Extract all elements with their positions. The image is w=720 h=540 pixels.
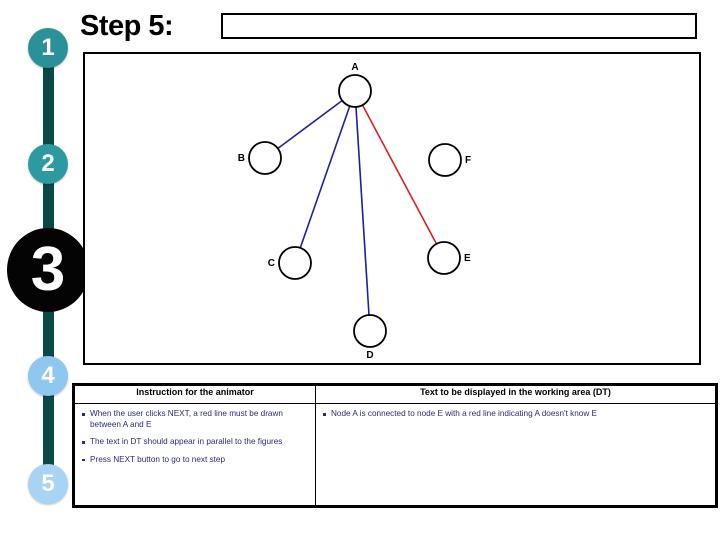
- step-title-input[interactable]: [221, 13, 697, 39]
- table-row: When the user clicks NEXT, a red line mu…: [74, 403, 716, 506]
- graph-node-label-c: C: [268, 258, 275, 269]
- step-marker-2-label: 2: [41, 150, 55, 177]
- working-area: A B C D E F: [83, 52, 701, 365]
- column-header-instruction: Instruction for the animator: [74, 385, 316, 404]
- graph-node-a[interactable]: [338, 74, 372, 108]
- dt-text-list: Node A is connected to node E with a red…: [316, 404, 715, 420]
- graph-node-b[interactable]: [248, 141, 282, 175]
- instruction-cell: When the user clicks NEXT, a red line mu…: [74, 403, 316, 506]
- graph-node-label-f: F: [465, 155, 471, 166]
- graph-node-f[interactable]: [428, 143, 462, 177]
- step-marker-4[interactable]: 4: [28, 356, 68, 396]
- node-layer: A B C D E F: [238, 62, 471, 361]
- step-marker-4-label: 4: [41, 362, 55, 389]
- column-header-dt: Text to be displayed in the working area…: [315, 385, 716, 404]
- step-marker-1[interactable]: 1: [28, 28, 68, 68]
- instruction-item: The text in DT should appear in parallel…: [81, 437, 311, 448]
- dt-item: Node A is connected to node E with a red…: [322, 409, 711, 420]
- step-marker-5[interactable]: 5: [28, 464, 68, 504]
- edge-a-b: [264, 90, 356, 159]
- step-marker-5-label: 5: [41, 470, 55, 497]
- graph-node-label-d: D: [366, 350, 373, 361]
- dt-cell: Node A is connected to node E with a red…: [315, 403, 716, 506]
- instruction-item: When the user clicks NEXT, a red line mu…: [81, 409, 311, 430]
- step-marker-3-label: 3: [30, 235, 66, 304]
- instruction-list: When the user clicks NEXT, a red line mu…: [75, 404, 315, 465]
- step-rail: 1 2 3 4 5: [0, 0, 96, 540]
- edge-a-d: [354, 90, 371, 332]
- graph-node-d[interactable]: [353, 314, 387, 348]
- instruction-item: Press NEXT button to go to next step: [81, 455, 311, 466]
- instruction-table: Instruction for the animator Text to be …: [72, 383, 718, 508]
- step-marker-3[interactable]: 3: [7, 228, 89, 312]
- graph-node-label-b: B: [238, 153, 245, 164]
- graph-node-c[interactable]: [278, 246, 312, 280]
- graph-node-e[interactable]: [427, 241, 461, 275]
- page-title: Step 5:: [80, 10, 174, 42]
- graph-diagram: A B C D E F: [238, 62, 471, 361]
- step-marker-2[interactable]: 2: [28, 144, 68, 184]
- table-header-row: Instruction for the animator Text to be …: [74, 385, 716, 404]
- step-marker-1-label: 1: [41, 34, 55, 61]
- edge-a-e: [354, 90, 445, 259]
- edge-a-c: [294, 90, 356, 264]
- graph-node-label-e: E: [464, 253, 471, 264]
- graph-node-label-a: A: [351, 62, 358, 73]
- edge-layer: [264, 90, 445, 332]
